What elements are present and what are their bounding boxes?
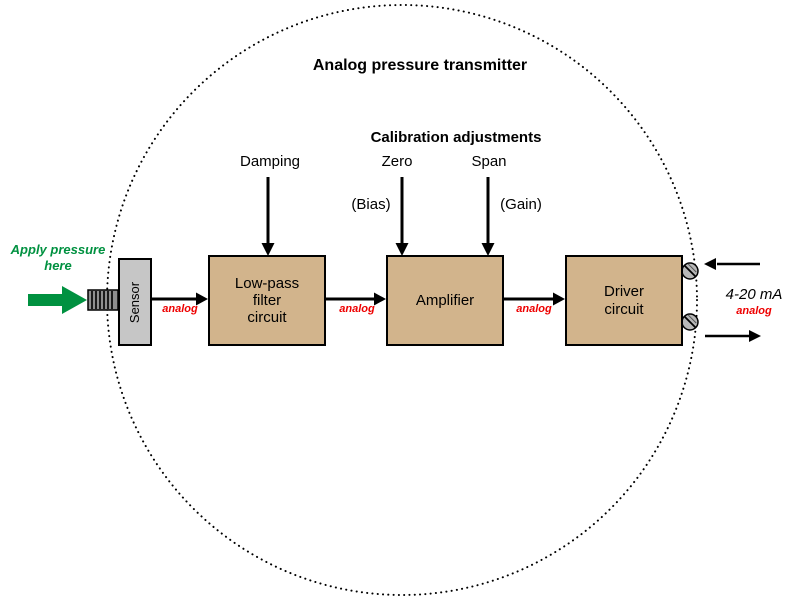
sensor-label: Sensor (127, 281, 143, 323)
threaded-port-icon (87, 289, 119, 311)
screw-terminal-top-icon (681, 262, 699, 280)
signal-arrow-2 (323, 292, 386, 306)
transmitter-boundary-circle (106, 4, 698, 596)
analog-signal-label-3: analog (516, 303, 552, 315)
span-arrow (481, 177, 495, 256)
bias-label: (Bias) (351, 196, 391, 213)
output-current-label: 4-20 mA (725, 286, 783, 303)
calibration-heading: Calibration adjustments (370, 129, 542, 146)
driver-circuit-label: Driver circuit (604, 283, 644, 318)
pressure-arrow-icon (28, 286, 87, 314)
zero-arrow (395, 177, 409, 256)
amplifier-box: Amplifier (386, 255, 504, 346)
sensor-box: Sensor (118, 258, 152, 346)
span-label: Span (471, 153, 507, 170)
amplifier-label: Amplifier (415, 291, 475, 309)
damping-arrow (261, 177, 275, 256)
lowpass-filter-label: Low-pass filter circuit (234, 274, 300, 327)
current-in-arrow (704, 258, 760, 270)
diagram-title: Analog pressure transmitter (312, 57, 528, 74)
gain-label: (Gain) (500, 196, 542, 213)
analog-signal-label-4: analog (736, 305, 772, 317)
signal-arrow-3 (501, 292, 565, 306)
analog-signal-label-2: analog (339, 303, 375, 315)
screw-terminal-bottom-icon (681, 313, 699, 331)
apply-pressure-label: Apply pressure here (10, 242, 106, 274)
driver-circuit-box: Driver circuit (565, 255, 683, 346)
zero-label: Zero (381, 153, 413, 170)
analog-signal-label-1: analog (162, 303, 198, 315)
damping-label: Damping (239, 153, 301, 170)
signal-arrow-1 (148, 292, 208, 306)
current-out-arrow (705, 330, 761, 342)
lowpass-filter-box: Low-pass filter circuit (208, 255, 326, 346)
